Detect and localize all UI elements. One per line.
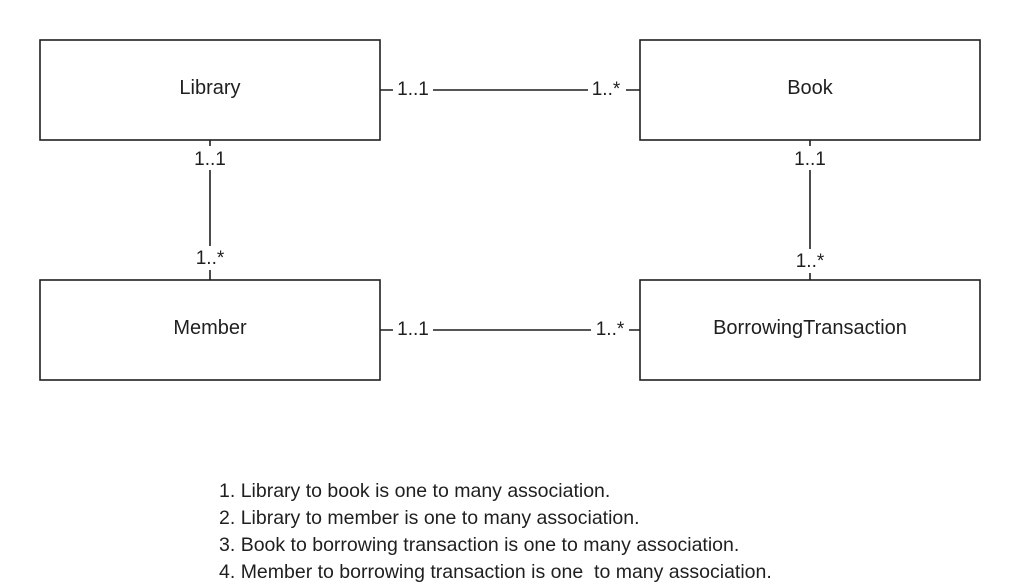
entity-book-box [639,39,981,141]
entity-book[interactable]: Book [639,39,981,141]
entity-member-label: Member [173,317,247,339]
note-item: 1. Library to book is one to many associ… [219,478,772,505]
multiplicity-member-borrowing-source: 1..1 [397,319,429,340]
multiplicity-member-borrowing-target: 1..* [596,319,625,340]
entity-borrowing-transaction[interactable]: BorrowingTransaction [639,279,981,381]
note-item: 2. Library to member is one to many asso… [219,505,772,532]
note-text: Book to borrowing transaction is one to … [240,534,740,556]
mult-bg [393,316,433,340]
note-number: 4. [219,561,236,583]
mult-bg [588,76,626,100]
multiplicity-library-book-source: 1..1 [397,79,429,100]
note-text: Library to member is one to many associa… [240,507,640,529]
entity-member[interactable]: Member [39,279,381,381]
note-item: 4. Member to borrowing transaction is on… [219,559,772,586]
mult-bg [591,316,629,340]
multiplicity-library-book-target: 1..* [592,79,621,100]
entity-member-box [39,279,381,381]
entity-borrowing-transaction-label: BorrowingTransaction [713,317,907,339]
mult-bg [791,249,829,273]
note-text: Library to book is one to many associati… [240,480,611,502]
note-text: Member to borrowing transaction is one t… [240,561,772,583]
mult-bg [788,146,832,170]
note-number: 1. [219,480,236,502]
mult-bg [393,76,433,100]
entity-borrowing-transaction-box [639,279,981,381]
note-item: 3. Book to borrowing transaction is one … [219,532,772,559]
note-number: 2. [219,507,236,529]
association-notes-list: 1. Library to book is one to many associ… [219,478,772,586]
entity-library[interactable]: Library [39,39,381,141]
mult-bg [191,246,229,270]
entity-library-box [39,39,381,141]
entity-library-label: Library [179,77,240,99]
entity-book-label: Book [787,77,834,99]
multiplicity-library-member-source: 1..1 [194,149,226,170]
mult-bg [188,146,232,170]
multiplicity-book-borrowing-target: 1..* [796,251,825,272]
multiplicity-book-borrowing-source: 1..1 [794,149,826,170]
multiplicity-library-member-target: 1..* [196,248,225,269]
note-number: 3. [219,534,236,556]
